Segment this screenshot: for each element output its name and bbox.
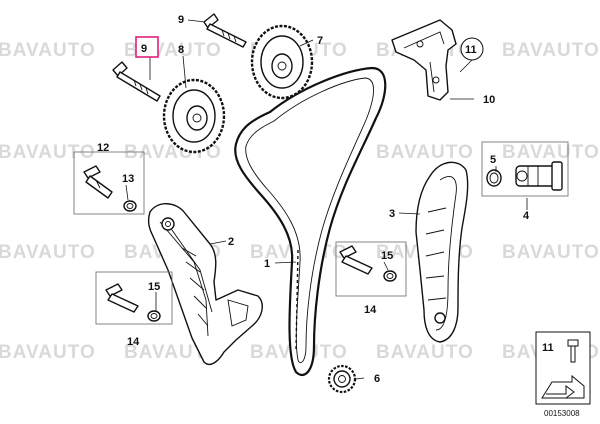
callout-14-left: 14: [127, 336, 140, 348]
part-3-guide-rail[interactable]: [415, 161, 469, 343]
watermark-text: BAVAUTO: [502, 242, 600, 263]
callout-9-bolt: 9: [178, 14, 184, 26]
legend-key-label: 11: [542, 342, 554, 354]
part-2-tensioning-rail[interactable]: [147, 203, 263, 366]
part-14-pin-right[interactable]: [339, 245, 373, 275]
watermark-text: BAVAUTO: [0, 40, 96, 61]
group-14-left-box: [95, 271, 173, 325]
watermark-text: BAVAUTO: [502, 40, 600, 61]
diagram-code: 00153008: [544, 409, 580, 418]
part-12-pin[interactable]: [83, 165, 113, 199]
legend-arrow-icon: [541, 374, 585, 399]
callout-8: 8: [178, 44, 184, 56]
part-10-bracket[interactable]: [391, 19, 457, 101]
group-4-box: [481, 141, 569, 197]
watermark-text: BAVAUTO: [0, 142, 96, 163]
watermark-text: BAVAUTO: [376, 142, 474, 163]
callout-15-left: 15: [148, 281, 160, 293]
group-14-right-box: [335, 241, 407, 297]
part-8-camshaft-sprocket[interactable]: [162, 78, 226, 154]
part-9-bolt-lower[interactable]: [112, 61, 161, 102]
part-14-pin-left[interactable]: [105, 283, 139, 313]
legend-key-box: 11: [535, 331, 591, 405]
part-5-sealing-ring[interactable]: [486, 169, 502, 187]
selected-callout-9-label: 9: [141, 43, 147, 55]
callout-6: 6: [374, 373, 380, 385]
watermark-text: BAVAUTO: [376, 342, 474, 363]
group-12-box: [73, 151, 145, 215]
part-1-timing-chain[interactable]: [234, 66, 387, 377]
callout-12: 12: [97, 142, 109, 154]
callout-14-right: 14: [364, 304, 377, 316]
watermark-text: BAVAUTO: [502, 142, 600, 163]
part-7-camshaft-sprocket[interactable]: [250, 24, 314, 100]
watermark-text: BAVAUTO: [0, 242, 96, 263]
callout-2: 2: [228, 236, 234, 248]
leader-lines: [125, 19, 528, 380]
part-13-sealing-ring[interactable]: [123, 200, 137, 212]
callout-10: 10: [483, 94, 495, 106]
watermark-text: BAVAUTO: [0, 342, 96, 363]
part-4-chain-tensioner[interactable]: [515, 161, 563, 191]
part-6-crankshaft-sprocket[interactable]: [327, 364, 357, 394]
callout-1: 1: [264, 258, 270, 270]
callout-5: 5: [490, 154, 496, 166]
part-15-sealing-ring-right[interactable]: [383, 270, 397, 282]
selected-callout-9[interactable]: 9: [135, 36, 159, 58]
part-9-bolt-upper[interactable]: [203, 13, 247, 48]
legend-bolt-icon: [567, 339, 579, 363]
callout-3: 3: [389, 208, 395, 220]
callout-15-right: 15: [381, 250, 393, 262]
part-15-sealing-ring-left[interactable]: [147, 310, 161, 322]
callout-labels: 1 2 3 4 5 6 7 8 9 10 11 12 13 14 14 15 1…: [97, 14, 530, 385]
callout-13: 13: [122, 173, 134, 185]
callout-11-ring: 11: [465, 44, 477, 56]
callout-7: 7: [317, 35, 323, 47]
callout-4: 4: [523, 210, 530, 222]
